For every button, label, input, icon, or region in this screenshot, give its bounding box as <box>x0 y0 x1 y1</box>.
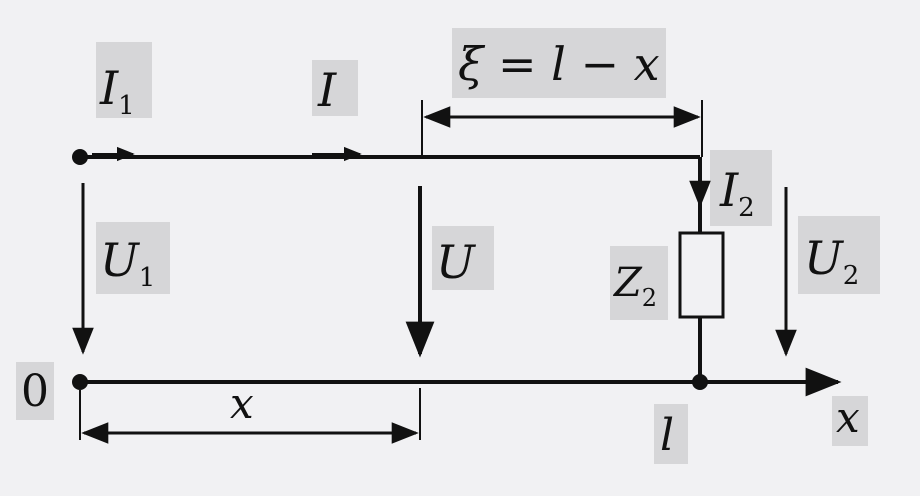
label-shade-Z2 <box>610 246 668 320</box>
label-shade-U1 <box>96 222 170 294</box>
label-xi-formula: ξ = l − x <box>458 37 660 91</box>
label-x-dimension: x <box>230 379 254 428</box>
label-I: I <box>317 63 337 117</box>
label-l-point: l <box>660 410 674 461</box>
label-shade-xi <box>452 28 666 98</box>
label-Z2: Z2 <box>612 260 657 312</box>
label-shade-l <box>654 404 688 464</box>
load-impedance-Z2 <box>678 231 725 319</box>
label-origin: 0 <box>21 366 49 417</box>
label-x-axis: x <box>836 393 860 442</box>
label-shade-U <box>432 226 494 290</box>
label-shade-I <box>312 60 358 116</box>
label-U2: U2 <box>804 231 859 291</box>
label-I2: I2 <box>719 163 755 223</box>
origin-terminal <box>72 374 88 390</box>
label-U1: U1 <box>100 233 155 293</box>
label-shade-I1 <box>96 42 152 118</box>
label-shade-x-axis <box>832 396 868 446</box>
input-terminal-top <box>72 149 88 165</box>
label-shade-origin <box>16 362 54 420</box>
point-l-node <box>692 374 708 390</box>
label-I1: I1 <box>99 61 135 121</box>
label-shade-U2 <box>798 216 880 294</box>
label-shade-I2 <box>710 150 772 226</box>
label-U: U <box>436 235 477 289</box>
